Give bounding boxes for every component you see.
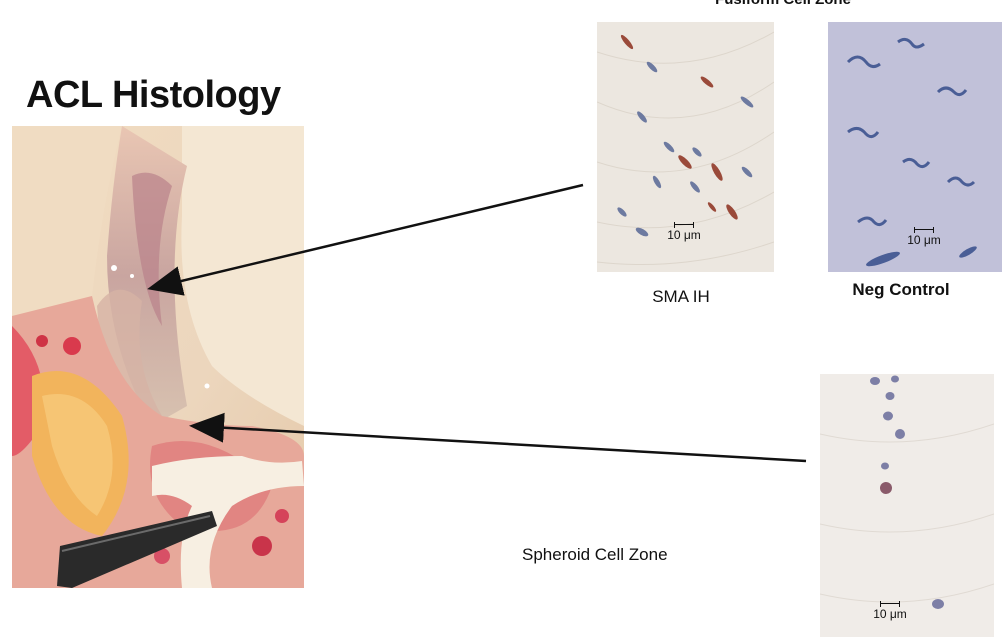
neg-scale-label: 10 μm: [907, 233, 941, 247]
spheroid-scale-label: 10 μm: [873, 607, 907, 621]
spheroid-zone-label: Spheroid Cell Zone: [522, 545, 668, 564]
spheroid-arrow: [189, 412, 807, 463]
sma-scale-bar: 10 μm: [659, 222, 709, 242]
sma-scale-label: 10 μm: [667, 228, 701, 242]
sma-ih-caption: SMA IH: [652, 287, 710, 306]
acl-surgical-photo: [12, 126, 304, 588]
sma-ih-histology-image: 10 μm: [597, 22, 774, 272]
page-title: ACL Histology: [26, 74, 281, 116]
neg-control-histology-image: 10 μm: [828, 22, 1002, 272]
fusiform-arrow: [147, 183, 584, 296]
spheroid-histology-image: 10 μm: [820, 374, 994, 637]
spheroid-scale-bar: 10 μm: [865, 601, 915, 621]
fusiform-zone-label: Fusiform Cell Zone: [0, 0, 1002, 8]
neg-control-caption: Neg Control: [852, 280, 950, 299]
neg-scale-bar: 10 μm: [899, 227, 949, 247]
